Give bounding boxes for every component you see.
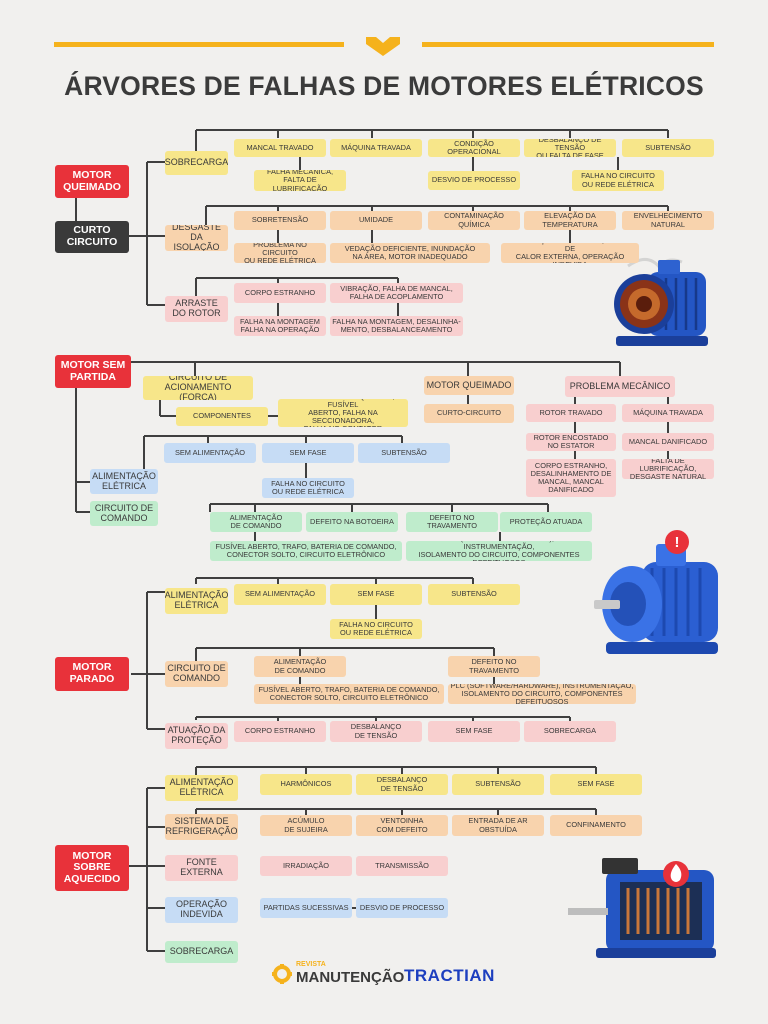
brand-revista-label: REVISTA <box>296 961 326 968</box>
leaf-inversor-frequencia: INVERSOR DE FREQUÊNCIA, FUSÍVEL ABERTO, … <box>278 399 408 427</box>
leaf-alimentacao-comando-2: ALIMENTAÇÃO DE COMANDO <box>254 656 346 677</box>
leaf-corpo-estranho-desalinhamento: CORPO ESTRANHO, DESALINHAMENTO DE MANCAL… <box>526 459 616 497</box>
node-fonte-externa: FONTE EXTERNA <box>165 855 238 881</box>
leaf-plc-software-2: PLC (SOFTWARE/HARDWARE), INSTRUMENTAÇÃO,… <box>448 684 636 704</box>
leaf-falha-circuito-3: FALHA NO CIRCUITO OU REDE ELÉTRICA <box>330 619 422 639</box>
leaf-desbalanco-tensao-3: DESBALANÇO DE TENSÃO <box>356 774 448 795</box>
leaf-sem-fase-4: SEM FASE <box>550 774 642 795</box>
leaf-sem-fase: SEM FASE <box>262 443 354 463</box>
node-circuito-acionamento: CIRCUITO DE ACIONAMENTO (FORÇA) <box>143 376 253 400</box>
leaf-falha-mecanica: FALHA MECÂNICA, FALTA DE LUBRIFICAÇÃO <box>254 170 346 191</box>
root-motor-parado: MOTOR PARADO <box>55 657 129 691</box>
node-problema-mecanico: PROBLEMA MECÂNICO <box>565 376 675 397</box>
leaf-maquina-travada-2: MÁQUINA TRAVADA <box>622 404 714 422</box>
root-motor-queimado: MOTOR QUEIMADO <box>55 165 129 198</box>
leaf-umidade: UMIDADE <box>330 211 422 230</box>
svg-text:!: ! <box>675 534 680 551</box>
leaf-desbalanco-tensao: DESBALANÇO DE TENSÃO OU FALTA DE FASE <box>524 139 616 157</box>
leaf-subtensao-2: SUBTENSÃO <box>358 443 450 463</box>
leaf-corpo-estranho: CORPO ESTRANHO <box>234 283 326 303</box>
motor-icon: ! <box>594 530 718 654</box>
leaf-alimentacao-comando: ALIMENTAÇÃO DE COMANDO <box>210 512 302 532</box>
node-sobrecarga: SOBRECARGA <box>165 151 228 175</box>
leaf-desvio-processo-2: DESVIO DE PROCESSO <box>356 898 448 918</box>
leaf-sem-fase-2: SEM FASE <box>330 584 422 605</box>
leaf-sobrecarga-2: SOBRECARGA <box>524 721 616 742</box>
leaf-defeito-botoeira: DEFEITO NA BOTOEIRA <box>306 512 398 532</box>
brand-manutencao-logo: MANUTENÇÃO <box>296 969 405 986</box>
leaf-defeito-travamento: DEFEITO NO TRAVAMENTO <box>406 512 498 532</box>
header-bar-left <box>54 42 344 47</box>
leaf-corpo-estranho-2: CORPO ESTRANHO <box>234 721 326 742</box>
root-motor-sobre-aquecido: MOTOR SOBRE AQUECIDO <box>55 845 129 891</box>
leaf-falha-montagem-desalinhamento: FALHA NA MONTAGEM, DESALINHA- MENTO, DES… <box>330 316 463 336</box>
leaf-acumulo-sujeira: ACÚMULO DE SUJEIRA <box>260 815 352 836</box>
node-motor-queimado: MOTOR QUEIMADO <box>424 376 514 395</box>
leaf-envelhecimento-natural: ENVELHECIMENTO NATURAL <box>622 211 714 230</box>
leaf-irradiacao: IRRADIAÇÃO <box>260 856 352 876</box>
leaf-ventoinha-defeito: VENTOINHA COM DEFEITO <box>356 815 448 836</box>
leaf-falha-circuito: FALHA NO CIRCUITO OU REDE ELÉTRICA <box>572 170 664 191</box>
leaf-falha-circuito-2: FALHA NO CIRCUITO OU REDE ELÉTRICA <box>262 478 354 498</box>
leaf-subtensao: SUBTENSÃO <box>622 139 714 157</box>
brand-tractian-logo: TRACTIAN <box>404 966 495 985</box>
leaf-vibracao-falha-mancal: VIBRAÇÃO, FALHA DE MANCAL, FALHA DE ACOP… <box>330 283 463 303</box>
leaf-entrada-ar: ENTRADA DE AR OBSTUÍDA <box>452 815 544 836</box>
leaf-elevacao-temperatura: ELEVAÇÃO DA TEMPERATURA <box>524 211 616 230</box>
leaf-transmissao: TRANSMISSÃO <box>356 856 448 876</box>
leaf-contaminacao-quimica: CONTAMINAÇÃO QUÍMICA <box>428 211 520 230</box>
leaf-sem-fase-3: SEM FASE <box>428 721 520 742</box>
leaf-desbalanco-tensao-2: DESBALANÇO DE TENSÃO <box>330 721 422 742</box>
leaf-fusivel-aberto: FUSÍVEL ABERTO, TRAFO, BATERIA DE COMAND… <box>210 541 402 561</box>
leaf-condicao-operacional: CONDIÇÃO OPERACIONAL <box>428 139 520 157</box>
leaf-curto-circuito: CURTO-CIRCUITO <box>424 404 514 423</box>
header-bar-right <box>422 42 714 47</box>
node-arraste-rotor: ARRASTE DO ROTOR <box>165 296 228 322</box>
leaf-confinamento: CONFINAMENTO <box>550 815 642 836</box>
leaf-mancal-danificado: MANCAL DANIFICADO <box>622 433 714 451</box>
node-alimentacao-eletrica-2: ALIMENTAÇÃO ELÉTRICA <box>165 588 228 614</box>
leaf-defeito-travamento-2: DEFEITO NO TRAVAMENTO <box>448 656 540 677</box>
overheating-motor-icon <box>568 858 716 958</box>
root-motor-sem-partida: MOTOR SEM PARTIDA <box>55 355 131 388</box>
leaf-ventilacao-deficiente: VENTILAÇÃO DEFICIENTE, FONTE DE CALOR EX… <box>501 243 639 263</box>
leaf-subtensao-4: SUBTENSÃO <box>452 774 544 795</box>
node-operacao-indevida: OPERAÇÃO INDEVIDA <box>165 897 238 923</box>
node-curto-circuito: CURTO CIRCUITO <box>55 221 129 253</box>
leaf-plc-software: PLC (SOFTWARE/HARDWARE), INSTRUMENTAÇÃO,… <box>406 541 592 561</box>
node-circuito-comando-2: CIRCUITO DE COMANDO <box>165 661 228 687</box>
leaf-vedacao-deficiente: VEDAÇÃO DEFICIENTE, INUNDAÇÃO NA ÁREA, M… <box>330 243 490 263</box>
leaf-subtensao-3: SUBTENSÃO <box>428 584 520 605</box>
node-atuacao-protecao: ATUAÇÃO DA PROTEÇÃO <box>165 723 228 749</box>
node-sistema-refrigeracao: SISTEMA DE REFRIGERAÇÃO <box>165 814 238 840</box>
leaf-harmonicos: HARMÔNICOS <box>260 774 352 795</box>
leaf-sobretensao: SOBRETENSÃO <box>234 211 326 230</box>
node-alimentacao-eletrica-3: ALIMENTAÇÃO ELÉTRICA <box>165 775 238 801</box>
leaf-problema-circuito: PROBLEMA NO CIRCUITO OU REDE ELÉTRICA <box>234 243 326 263</box>
leaf-fusivel-aberto-2: FUSÍVEL ABERTO, TRAFO, BATERIA DE COMAND… <box>254 684 444 704</box>
node-sobrecarga-2: SOBRECARGA <box>165 941 238 963</box>
leaf-sem-alimentacao: SEM ALIMENTAÇÃO <box>164 443 256 463</box>
header-chevron-icon <box>366 37 400 56</box>
page-title: ÁRVORES DE FALHAS DE MOTORES ELÉTRICOS <box>64 71 704 101</box>
leaf-mancal-travado: MANCAL TRAVADO <box>234 139 326 157</box>
leaf-sem-alimentacao-2: SEM ALIMENTAÇÃO <box>234 584 326 605</box>
manutencao-gear-icon <box>272 964 292 984</box>
leaf-falha-montagem-operacao: FALHA NA MONTAGEM FALHA NA OPERAÇÃO <box>234 316 326 336</box>
node-desgaste-isolacao: DESGASTE DA ISOLAÇÃO <box>165 225 228 251</box>
leaf-rotor-encostado: ROTOR ENCOSTADO NO ESTATOR <box>526 433 616 451</box>
leaf-rotor-travado: ROTOR TRAVADO <box>526 404 616 422</box>
leaf-falta-lubrificacao: FALTA DE LUBRIFICAÇÃO, DESGASTE NATURAL <box>622 459 714 479</box>
leaf-componentes: COMPONENTES <box>176 407 268 426</box>
leaf-maquina-travada: MÁQUINA TRAVADA <box>330 139 422 157</box>
node-alimentacao-eletrica: ALIMENTAÇÃO ELÉTRICA <box>90 469 158 494</box>
node-circuito-comando: CIRCUITO DE COMANDO <box>90 501 158 526</box>
burnt-motor-icon <box>614 258 708 346</box>
leaf-partidas-sucessivas: PARTIDAS SUCESSIVAS <box>260 898 352 918</box>
leaf-desvio-processo: DESVIO DE PROCESSO <box>428 171 520 190</box>
leaf-protecao-atuada: PROTEÇÃO ATUADA <box>500 512 592 532</box>
